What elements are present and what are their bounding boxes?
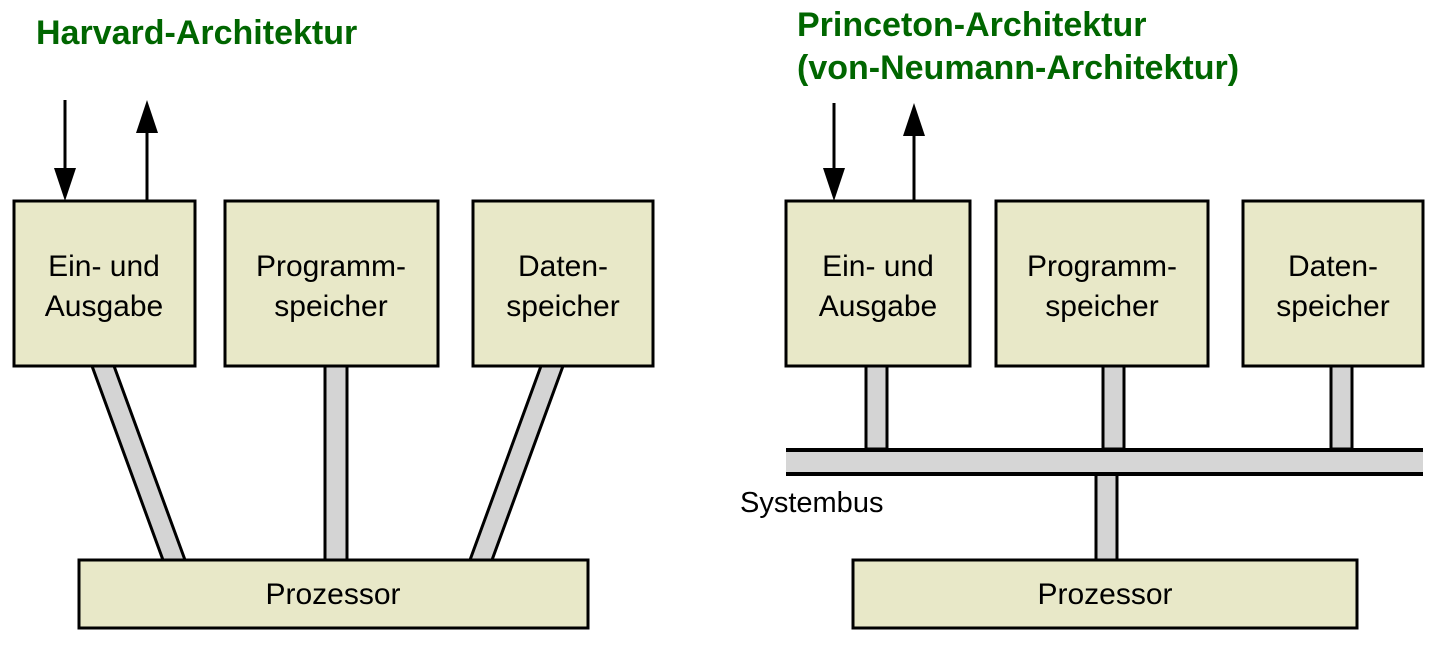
system-bus-label: Systembus [740,487,883,519]
right-connector-processor [1094,468,1119,562]
right-box-data-memory-line2: speicher [1276,290,1389,323]
left-connector-io [89,364,188,562]
left-diagram-title: Harvard-Architektur [36,14,357,52]
right-box-processor: Prozessor [851,558,1359,630]
right-connector-io [864,364,889,451]
left-box-io-line2: Ausgabe [45,290,163,323]
left-box-program-memory-line2: speicher [274,290,387,323]
right-box-data-memory: Daten- speicher [1241,199,1425,368]
right-box-data-memory-line1: Daten- [1288,250,1378,283]
right-diagram-group: Princeton-Architektur (von-Neumann-Archi… [740,6,1425,630]
right-connector-program-memory [1101,364,1126,451]
left-diagram-group: Harvard-Architektur Ein- und Ausgab [12,14,655,630]
right-connector-data-memory [1329,364,1354,451]
left-box-program-memory: Programm- speicher [223,199,440,368]
left-connector-data-memory [467,364,566,562]
right-diagram-title-line2: (von-Neumann-Architektur) [797,49,1239,87]
right-processor-label: Prozessor [1037,578,1172,611]
right-input-arrow-icon [823,103,845,201]
right-diagram-title-line1: Princeton-Architektur [797,6,1147,44]
left-box-data-memory: Daten- speicher [471,199,655,368]
right-box-io-line1: Ein- und [822,250,934,283]
left-box-data-memory-line2: speicher [506,290,619,323]
left-box-data-memory-line1: Daten- [518,250,608,283]
system-bus [786,448,1423,476]
left-connector-program-memory [323,364,349,562]
right-box-program-memory-line2: speicher [1045,290,1158,323]
right-box-io-line2: Ausgabe [819,290,937,323]
left-box-program-memory-line1: Programm- [256,250,406,283]
left-box-io-line1: Ein- und [48,250,160,283]
left-output-arrow-icon [136,100,158,200]
right-output-arrow-icon [903,103,925,200]
right-box-program-memory-line1: Programm- [1027,250,1177,283]
left-processor-label: Prozessor [265,578,400,611]
right-box-program-memory: Programm- speicher [994,199,1210,368]
left-box-processor: Prozessor [77,558,590,630]
left-box-io: Ein- und Ausgabe [12,199,197,368]
right-box-io: Ein- und Ausgabe [784,199,972,368]
left-input-arrow-icon [54,100,76,201]
